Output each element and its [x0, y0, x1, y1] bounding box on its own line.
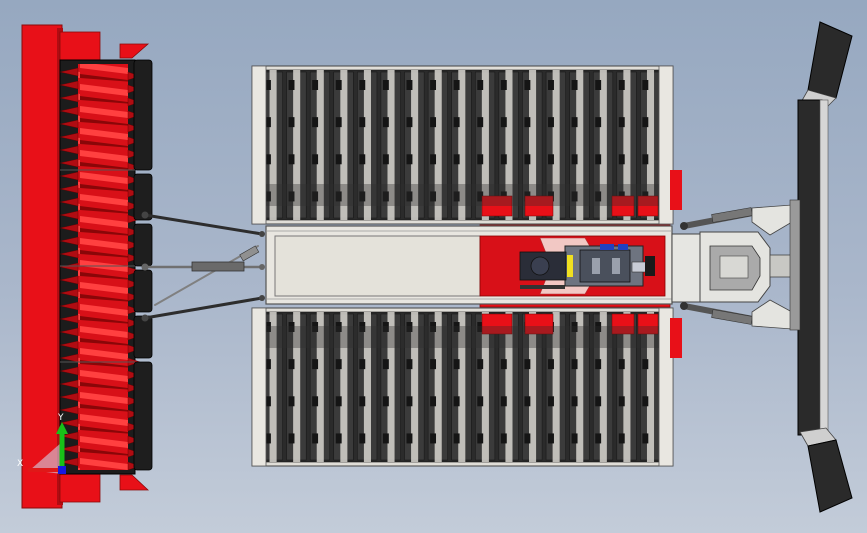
- auger-screw: [78, 64, 128, 470]
- auger-tooth: [59, 249, 79, 259]
- y-axis-label: Y: [57, 413, 64, 423]
- auger-tooth: [59, 314, 79, 324]
- linkage-arms: [141, 211, 265, 322]
- blade-bottom-wing: [807, 439, 853, 513]
- tiller-pad: [133, 59, 153, 171]
- auger-tooth: [59, 93, 79, 103]
- tiller-pad: [133, 269, 153, 313]
- auger-tooth: [59, 301, 79, 311]
- auger-tooth: [59, 366, 79, 376]
- blade-top-wing: [807, 21, 853, 99]
- auger-tooth: [59, 275, 79, 285]
- auger-tooth: [59, 145, 79, 155]
- auger-tooth: [59, 236, 79, 246]
- tiller-pad: [133, 315, 153, 359]
- auger-tooth: [59, 106, 79, 116]
- auger-tooth: [59, 431, 79, 441]
- auger-tooth: [59, 184, 79, 194]
- auger-tooth: [59, 80, 79, 90]
- blade-main: [797, 99, 823, 436]
- engine-yellow-marker: [567, 255, 573, 277]
- auger-tooth: [59, 327, 79, 337]
- tiller-pad: [133, 361, 153, 471]
- auger-tooth: [59, 444, 79, 454]
- engine-block: [519, 244, 655, 287]
- front-blade: [789, 21, 853, 513]
- track-bottom: [251, 307, 674, 467]
- auger-tooth: [59, 197, 79, 207]
- auger-tooth: [59, 262, 79, 272]
- coordinate-triad: Y X: [17, 413, 68, 474]
- z-axis-marker: [58, 466, 66, 474]
- track-top: [251, 65, 674, 225]
- auger-tooth: [59, 119, 79, 129]
- x-axis-label: X: [17, 459, 23, 469]
- auger-tooth: [59, 340, 79, 350]
- tiller-back-plate: [21, 24, 63, 509]
- frame-deck: [274, 235, 481, 297]
- auger-tooth: [59, 288, 79, 298]
- auger-tooth: [59, 392, 79, 402]
- front-linkage: [671, 204, 795, 330]
- auger-tooth: [59, 158, 79, 168]
- auger-tooth: [59, 132, 79, 142]
- auger-tooth: [59, 210, 79, 220]
- tiller-pads: [133, 59, 153, 471]
- tiller-pad: [133, 223, 153, 267]
- tiller-bottom-flap: [59, 471, 101, 503]
- tiller-top-flap: [59, 31, 101, 63]
- tiller-assembly: [21, 24, 153, 509]
- auger-tooth: [59, 67, 79, 77]
- auger-tooth: [59, 418, 79, 428]
- auger-tooth: [59, 353, 79, 363]
- auger-tooth: [59, 379, 79, 389]
- tiller-pad: [133, 173, 153, 221]
- auger-tooth: [59, 457, 79, 467]
- auger-tooth: [59, 171, 79, 181]
- auger-tooth: [59, 405, 79, 415]
- auger-tooth: [59, 223, 79, 233]
- hydraulic-cylinder: [191, 261, 245, 272]
